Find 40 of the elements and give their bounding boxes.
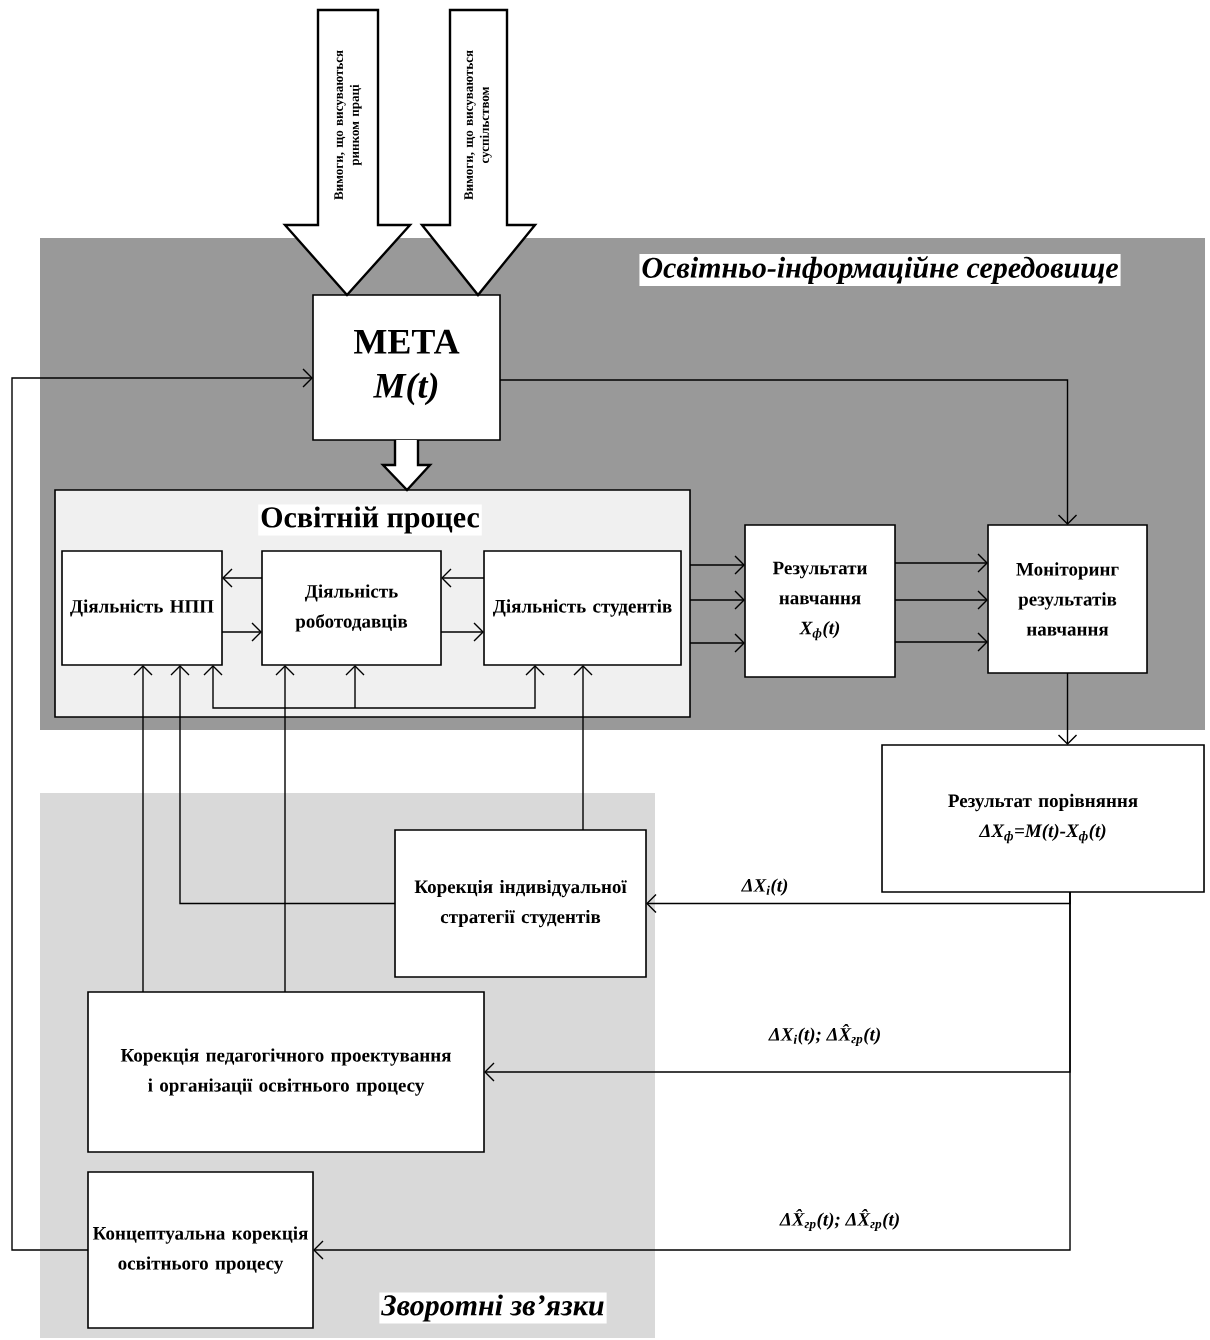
arrow: [11, 368, 313, 1251]
arrow: [170, 665, 396, 905]
comparison-box: Результат порівняння ΔX$_{ф}$=M(t)-X$_{ф}$(t): [881, 744, 1205, 893]
activity-box: Діяльність студентів: [483, 550, 682, 666]
arrow: [221, 622, 262, 642]
arrow: [441, 568, 485, 588]
arrow: [499, 379, 1078, 525]
arrow: [689, 590, 745, 610]
arrow: [689, 633, 745, 653]
block-arrow: [419, 8, 538, 297]
edge-label: Вимоги, що висуваються ринком праці: [334, 50, 362, 200]
arrow: [440, 622, 484, 642]
activity-box: Діяльність роботодавців: [261, 550, 442, 666]
correction-box: Корекція індивідуальної стратегії студентів: [394, 829, 647, 978]
arrow: [894, 590, 988, 610]
arrow: [894, 553, 988, 573]
block-arrow: [282, 8, 413, 297]
arrow: [1057, 672, 1078, 745]
edge-label: ΔX̂$_{гр}$(t); ΔX̂$_{гр}$(t): [777, 1207, 903, 1233]
arrow: [313, 891, 1071, 1260]
arrow: [646, 891, 1071, 914]
goal-box: МЕТА M(t): [312, 294, 501, 441]
arrow: [573, 665, 593, 831]
block-arrow: [380, 438, 433, 492]
arrow: [275, 665, 295, 993]
edge-label: Вимоги, що висуваються суспільством: [464, 50, 492, 200]
arrow: [354, 665, 545, 709]
arrow: [345, 665, 365, 709]
arrow: [222, 568, 263, 588]
arrow: [689, 555, 745, 575]
edge-label: ΔX$_{i}$(t); ΔX̂$_{гр}$(t): [766, 1022, 884, 1048]
results-box: Результати навчання X$_{ф}$(t): [744, 524, 896, 678]
edge-label: ΔX$_{i}$(t): [739, 876, 791, 898]
monitoring-box: Моніторинг результатів навчання: [987, 524, 1148, 674]
correction-box: Концептуальна корекція освітнього процесу: [87, 1171, 314, 1329]
activity-box: Діяльність НПП: [61, 550, 223, 666]
arrow: [203, 665, 356, 709]
correction-box: Корекція педагогічного проектування і організації освітнього процесу: [87, 991, 485, 1153]
arrow: [133, 665, 153, 993]
arrow: [894, 632, 988, 652]
